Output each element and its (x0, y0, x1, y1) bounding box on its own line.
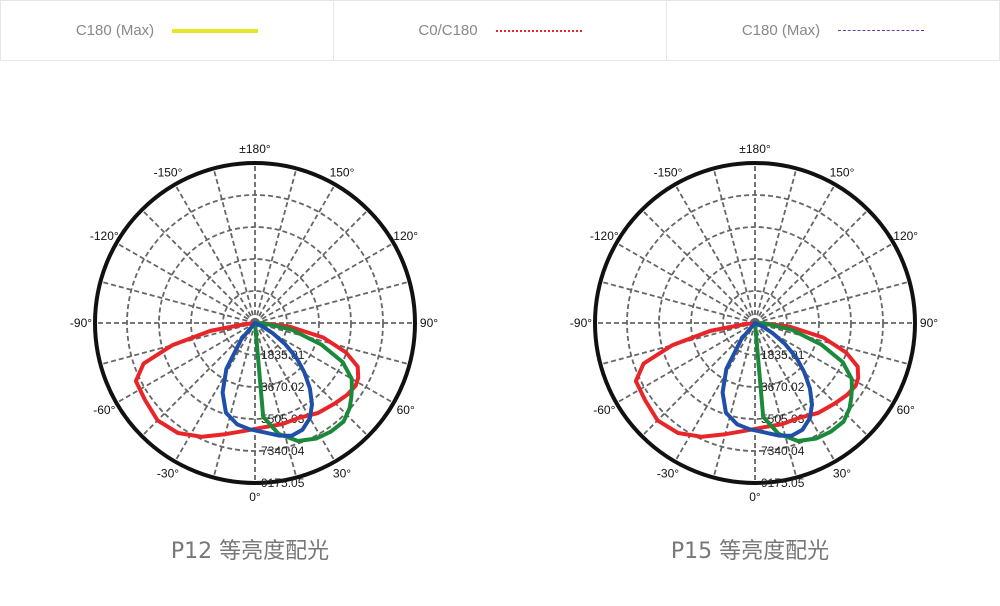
angle-label: -90° (570, 316, 592, 330)
grid-spoke (754, 168, 798, 324)
grid-spoke (754, 322, 869, 437)
polar-chart-p12: ±180° 150° 120° 90° 60° 30° 0° -30° -60° -90° -120… (70, 142, 438, 504)
grid-spoke (754, 322, 836, 463)
angle-label: -120° (90, 229, 119, 243)
radial-tick-label: 9175.05 (761, 476, 805, 490)
grid-spoke (141, 209, 256, 324)
angle-label: 60° (397, 403, 415, 417)
outer-ring (593, 161, 917, 485)
angle-label: -30° (157, 467, 179, 481)
angle-label: 60° (897, 403, 915, 417)
grid-spoke (141, 322, 256, 437)
legend-swatch (495, 29, 582, 32)
grid-spoke (600, 280, 756, 324)
legend-label: C0/C180 (418, 22, 478, 39)
angle-label: -150° (154, 165, 183, 179)
angle-label: 150° (330, 165, 355, 179)
angle-label: ±180° (239, 142, 271, 156)
grid-spoke (641, 209, 756, 324)
grid-spoke (174, 322, 256, 463)
angle-label: 90° (420, 316, 438, 330)
angle-label: -60° (593, 403, 615, 417)
grid-spoke (254, 209, 369, 324)
angle-label: 150° (830, 165, 855, 179)
radial-tick-label: 9175.05 (261, 476, 305, 490)
grid-spoke (254, 242, 395, 324)
grid-spoke (641, 322, 756, 437)
grid-spoke (754, 183, 836, 324)
series-line (220, 321, 314, 438)
angle-label: 30° (333, 467, 351, 481)
grid-spoke (615, 242, 756, 324)
grid-spoke (254, 280, 410, 324)
grid-spoke (100, 280, 256, 324)
angle-label: -120° (590, 229, 619, 243)
angle-label: -60° (93, 403, 115, 417)
grid-spoke (674, 183, 756, 324)
series-line (720, 321, 814, 438)
grid-spoke (115, 322, 256, 404)
grid-spoke (254, 322, 369, 437)
grid-spoke (674, 322, 756, 463)
angle-label: ±180° (739, 142, 771, 156)
radial-tick-label: 3670.02 (761, 380, 805, 394)
angle-label: -150° (654, 165, 683, 179)
grid-spoke (174, 183, 256, 324)
grid-spoke (712, 322, 756, 478)
radial-tick-label: 5505.03 (761, 412, 805, 426)
outer-ring (93, 161, 417, 485)
grid-spoke (254, 168, 298, 324)
angle-label: 0° (749, 490, 761, 504)
angle-label: 30° (833, 467, 851, 481)
grid-spoke (254, 322, 298, 478)
legend-swatch (838, 30, 925, 31)
grid-spoke (212, 322, 256, 478)
legend-label: C180 (Max) (75, 22, 155, 39)
grid-spoke (754, 322, 798, 478)
series-line (633, 321, 861, 439)
chart-title: P12 等亮度配光 (171, 539, 329, 564)
angle-label: -30° (657, 467, 679, 481)
grid-spoke (615, 322, 756, 404)
radial-tick-label: 7340.04 (261, 444, 305, 458)
series-line (133, 321, 361, 439)
legend-item: C180 (Max) (0, 1, 334, 60)
radial-tick-label: 5505.03 (261, 412, 305, 426)
angle-label: 120° (893, 229, 918, 243)
angle-label: -90° (70, 316, 92, 330)
grid-spoke (254, 183, 336, 324)
angle-label: 0° (249, 490, 261, 504)
legend-item: C0/C180 (334, 1, 667, 60)
grid-spoke (712, 168, 756, 324)
grid-spoke (115, 242, 256, 324)
polar-chart-p15: ±180° 150° 120° 90° 60° 30° 0° -30° -60° -90° -120… (570, 142, 938, 504)
legend-label: C180 (Max) (741, 22, 821, 39)
grid-spoke (212, 168, 256, 324)
grid-spoke (254, 322, 336, 463)
chart-title: P15 等亮度配光 (671, 539, 829, 564)
radial-tick-label: 3670.02 (261, 380, 305, 394)
grid-spoke (754, 209, 869, 324)
angle-label: 120° (393, 229, 418, 243)
legend-swatch (172, 28, 259, 33)
legend-bar: C180 (Max) C0/C180 C180 (Max) (0, 0, 1000, 61)
grid-spoke (754, 280, 910, 324)
grid-spoke (754, 242, 895, 324)
angle-label: 90° (920, 316, 938, 330)
radial-tick-label: 7340.04 (761, 444, 805, 458)
